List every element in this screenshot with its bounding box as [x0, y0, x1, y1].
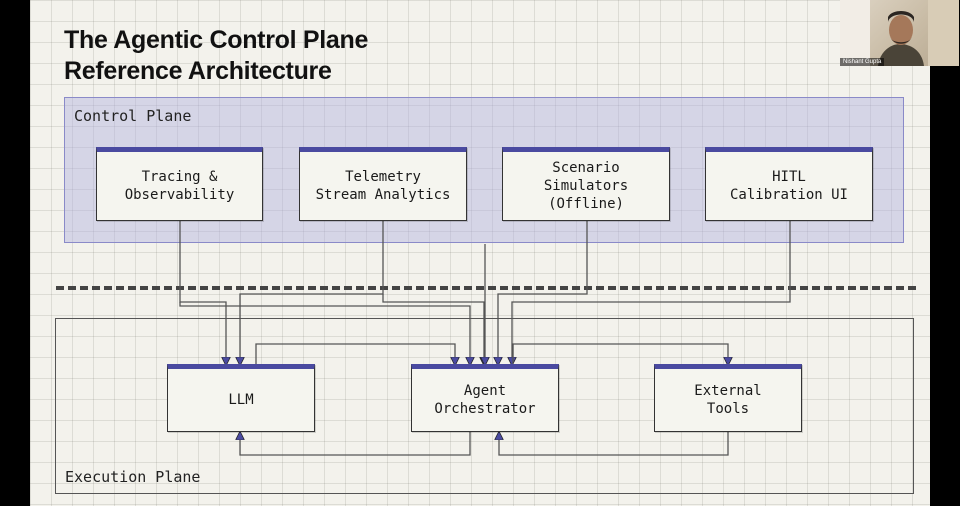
edge-orchestrator-to-tools	[512, 343, 728, 365]
edge-tracing-to-llm	[179, 221, 226, 365]
participant-avatar	[840, 0, 959, 66]
diagram-title-line-1: The Agentic Control Plane	[64, 26, 369, 54]
edge-telemetry-to-llm	[240, 221, 384, 365]
node-external-tools: External Tools	[654, 364, 802, 432]
node-hitl-calibration-ui: HITL Calibration UI	[705, 147, 873, 221]
control-plane-label: Control Plane	[74, 107, 192, 125]
connection-lines	[179, 221, 791, 456]
node-scenario-simulators: Scenario Simulators (Offline)	[502, 147, 670, 221]
node-tracing-observability: Tracing & Observability	[96, 147, 263, 221]
edge-telemetry-to-orchestrator	[382, 294, 484, 365]
edge-orchestrator-to-llm	[240, 431, 471, 456]
diagram-title-line-2: Reference Architecture	[64, 57, 332, 85]
webcam-thumbnail: Nishant Gupta	[840, 0, 959, 66]
edge-llm-to-orchestrator	[255, 343, 455, 365]
node-agent-orchestrator: Agent Orchestrator	[411, 364, 559, 432]
edge-scenario-to-orchestrator-2	[498, 221, 588, 365]
execution-plane-label: Execution Plane	[65, 468, 201, 486]
edge-tools-to-orchestrator	[499, 431, 729, 456]
plane-divider-line	[56, 286, 916, 290]
node-llm: LLM	[167, 364, 315, 432]
slide: The Agentic Control Plane Reference Arch…	[30, 0, 930, 506]
edge-tracing-to-orchestrator	[179, 302, 470, 365]
edge-hitl-to-orchestrator	[512, 221, 791, 365]
participant-name: Nishant Gupta	[840, 58, 885, 66]
node-telemetry-stream-analytics: Telemetry Stream Analytics	[299, 147, 467, 221]
